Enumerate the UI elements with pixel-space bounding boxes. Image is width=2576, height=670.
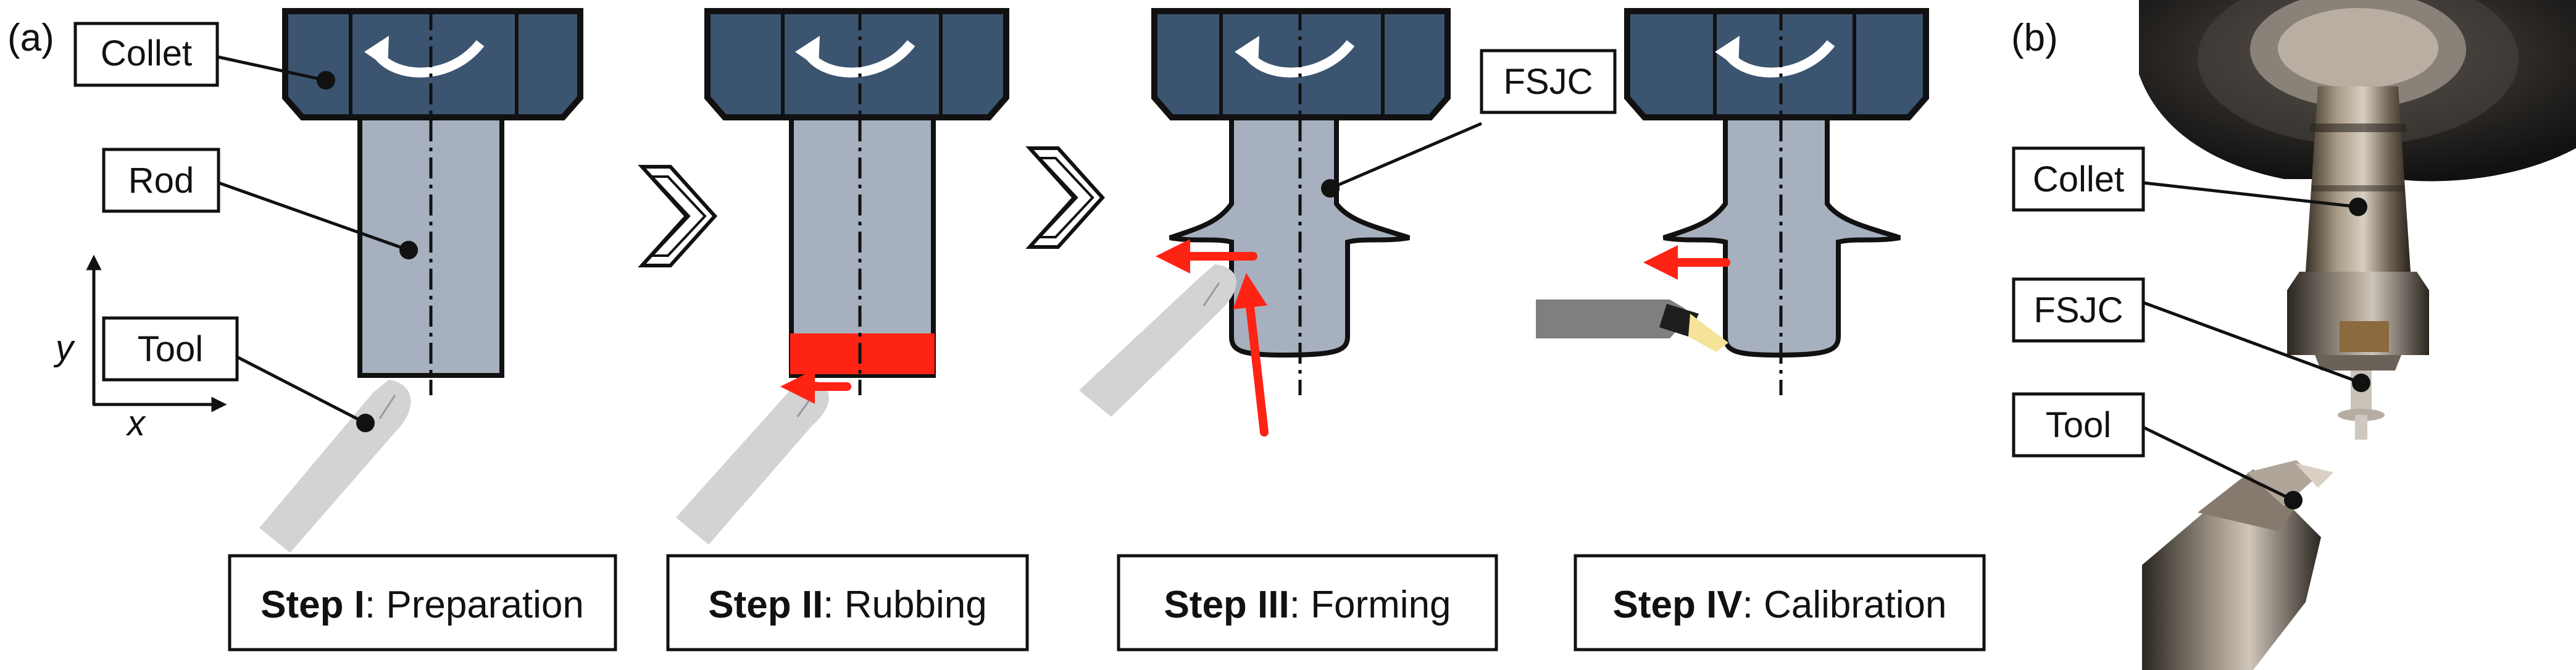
step-2-caption: Step II: Rubbing [666,554,1029,651]
collet-shape [282,8,583,120]
panel-label-a: (a) [7,17,54,59]
step-1-name: : Preparation [365,584,584,626]
step-3-title: Step III [1164,584,1289,626]
axis-y-label: y [53,328,75,368]
step-1-caption: Step I: Preparation [228,554,617,651]
collet-label: Collet [101,33,192,73]
step-4-title: Step IV [1613,584,1743,626]
svg-text:Step IV: Calibration: Step IV: Calibration [1613,584,1947,626]
step-3-caption: Step III: Forming [1117,554,1498,651]
rod-label: Rod [128,161,194,201]
step-2-illustration [676,8,1009,545]
photo-collet-label-box [2012,146,2145,212]
photo-fsjc-label: FSJC [2034,290,2124,330]
photo-panel [2139,0,2576,670]
svg-text:Step III: Forming: Step III: Forming [1164,584,1451,626]
photo-tool-label: Tool [2046,405,2111,445]
fsjc-shape [1169,115,1411,358]
axis-x-label: x [125,403,146,443]
calibration-tool-shape [1536,299,1685,338]
tool-label: Tool [138,329,203,369]
photo-tool-label-box [2012,392,2145,458]
svg-text:Step II: Rubbing: Step II: Rubbing [708,584,986,626]
step-4-caption: Step IV: Calibration [1574,554,1986,651]
tool-label-box [102,316,239,382]
chevron-1-icon [638,165,718,267]
fsjc-label-box [1480,49,1617,114]
svg-text:Step I: Preparation: Step I: Preparation [261,584,584,626]
chevron-2-icon [1025,146,1106,249]
step-3-illustration [1079,8,1451,437]
step-4-illustration [1536,8,1929,395]
panel-label-b: (b) [2011,17,2058,59]
photo-fsjc-label-box [2012,277,2145,343]
step-1-title: Step I [261,584,365,626]
coordinate-axes: y x [53,254,227,443]
step-2-name: : Rubbing [823,584,986,626]
photo-collet-label: Collet [2033,159,2124,199]
step-2-title: Step II [708,584,823,626]
heated-zone [790,333,935,374]
fsjc-label: FSJC [1504,62,1593,102]
rod-label-box [102,148,220,213]
collet-label-box [73,22,219,87]
step-3-name: : Forming [1290,584,1451,626]
step-4-name: : Calibration [1743,584,1947,626]
step-1-illustration [259,8,583,553]
